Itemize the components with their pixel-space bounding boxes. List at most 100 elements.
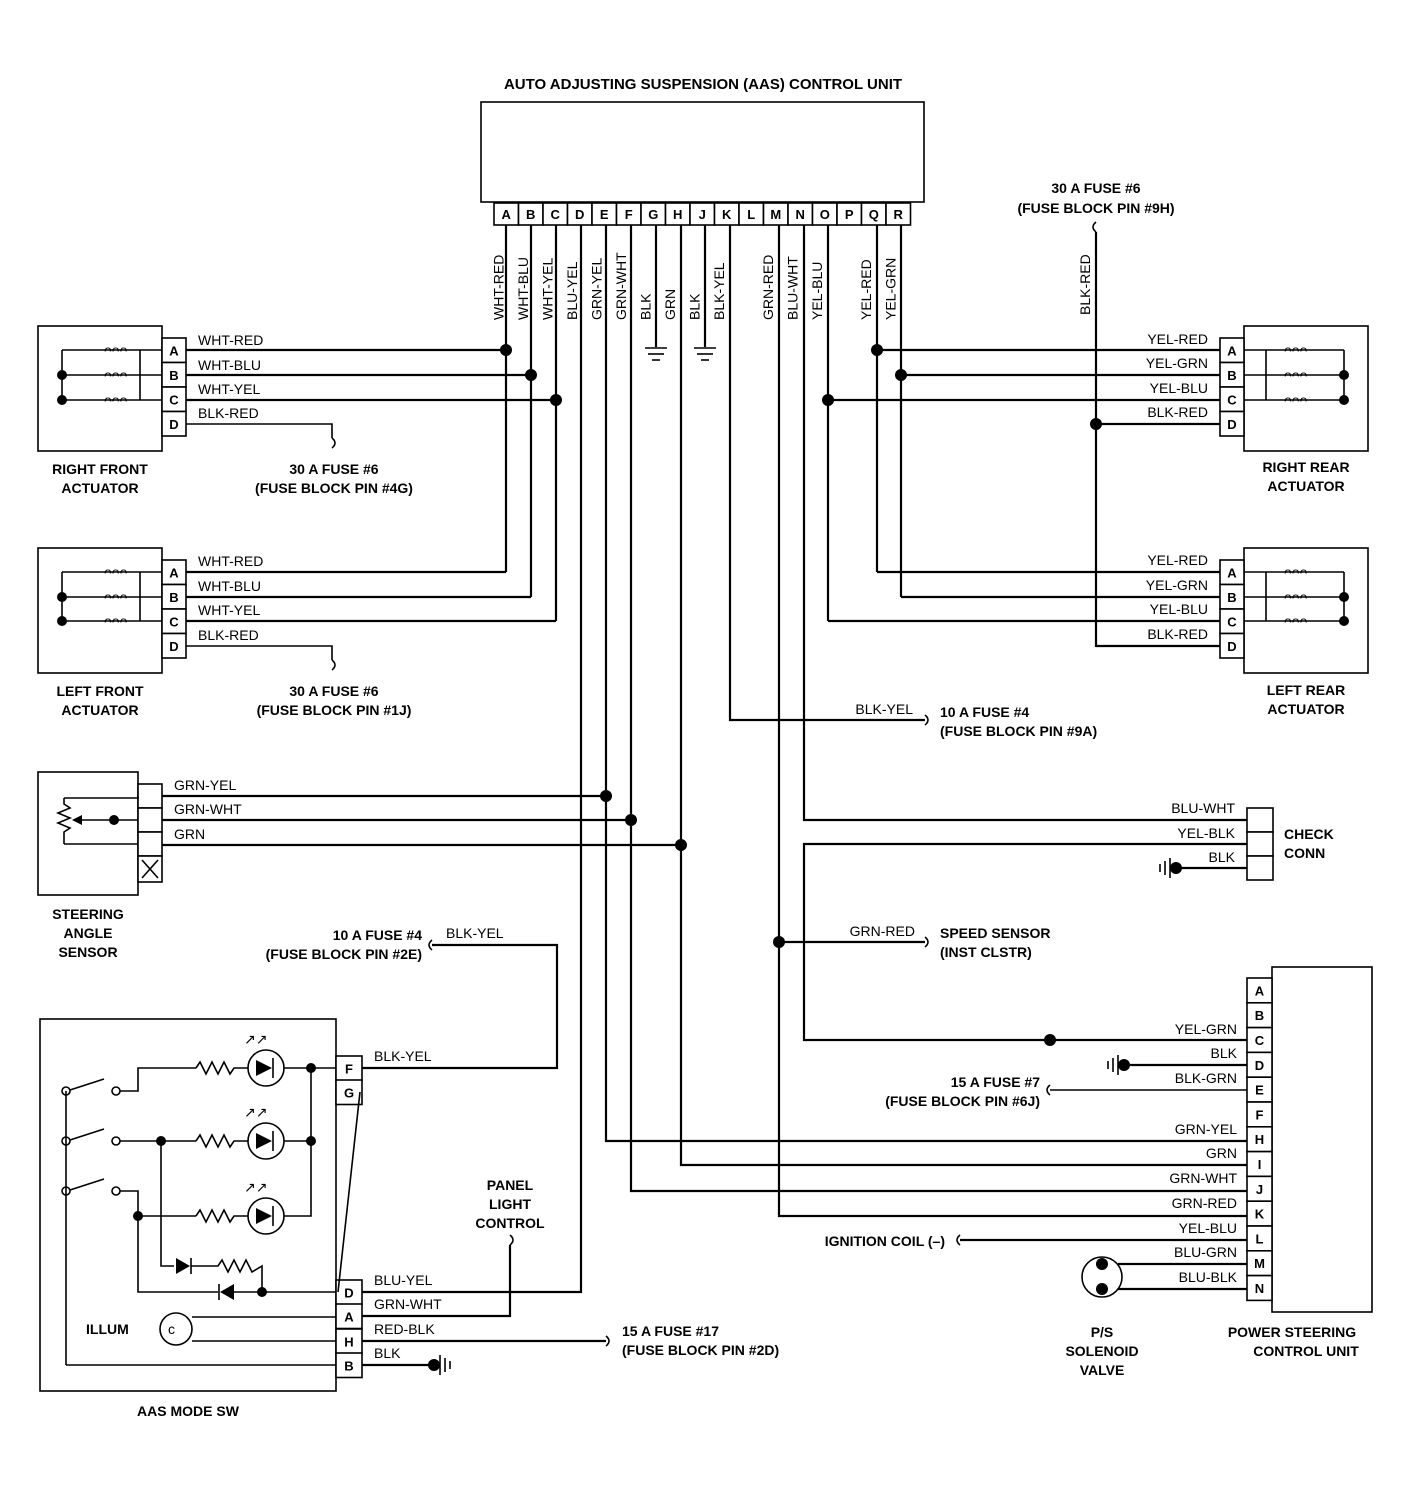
wire-label: BLK-RED	[198, 627, 259, 643]
ignition-coil-label: IGNITION COIL (–)	[825, 1233, 945, 1249]
component-name: CONN	[1284, 845, 1325, 861]
ps-unit-pin: A	[1255, 983, 1265, 998]
wire-label: WHT-YEL	[198, 602, 260, 618]
wire-label: YEL-GRN	[882, 258, 898, 320]
svg-text:ᴖᴖᴖ: ᴖᴖᴖ	[104, 342, 128, 358]
ps-unit-pin: L	[1256, 1231, 1264, 1246]
aas-mode-switch-box	[39, 1018, 337, 1392]
control-unit-trunks	[362, 225, 1247, 1294]
wire-break-icon	[924, 936, 929, 948]
wire-label: YEL-RED	[1147, 552, 1208, 568]
panel-light-label: LIGHT	[489, 1196, 531, 1212]
actuator-pin-box	[161, 361, 187, 388]
actuator-pin-box	[1219, 632, 1245, 659]
wire-label: WHT-BLU	[198, 357, 261, 373]
power-steering-wires	[956, 1059, 1247, 1291]
wire-label: GRN-WHT	[613, 252, 629, 320]
ps-unit-pin: F	[1256, 1107, 1264, 1122]
actuator-pin: C	[1227, 614, 1237, 629]
control-unit-pin: N	[796, 207, 805, 222]
component-name: AAS MODE SW	[137, 1403, 240, 1419]
ground-icon	[1159, 858, 1171, 878]
fuse-pin-label: (FUSE BLOCK PIN #1J)	[257, 702, 412, 718]
ps-unit-pin: E	[1255, 1083, 1264, 1098]
wire-label: YEL-BLK	[1177, 825, 1235, 841]
ps-unit-pin: H	[1255, 1132, 1264, 1147]
actuator-pin: D	[1227, 417, 1236, 432]
ps-solenoid-valve	[1081, 1256, 1123, 1298]
component-name: SENSOR	[58, 944, 117, 960]
fuse-pin-label: (FUSE BLOCK PIN #4G)	[255, 480, 413, 496]
fuse-pin-label: (FUSE BLOCK PIN #2D)	[622, 1342, 779, 1358]
svg-text:c: c	[168, 1321, 175, 1337]
actuator-pin: A	[1227, 565, 1237, 580]
wire-label: WHT-RED	[490, 255, 506, 320]
svg-text:ᴖᴖᴖ: ᴖᴖᴖ	[104, 367, 128, 383]
svg-text:ᴖᴖᴖ: ᴖᴖᴖ	[104, 589, 128, 605]
actuator-pin: C	[1227, 392, 1237, 407]
wire-label: GRN-WHT	[374, 1296, 442, 1312]
control-unit-pin: K	[722, 207, 732, 222]
svg-text:↗↗: ↗↗	[244, 1104, 267, 1120]
actuator-pin: C	[169, 614, 179, 629]
actuator-pin: B	[169, 368, 178, 383]
wire-label: WHT-BLU	[198, 578, 261, 594]
ground-icon	[1107, 1055, 1119, 1075]
component-name: RIGHT FRONT	[52, 461, 148, 477]
wire-label: BLU-WHT	[784, 256, 800, 320]
actuator-pin: A	[1227, 343, 1237, 358]
wire-label: BLK-GRN	[1175, 1070, 1237, 1086]
component-name: ACTUATOR	[1267, 478, 1344, 494]
wire-label: GRN-RED	[850, 923, 915, 939]
component-name: VALVE	[1080, 1362, 1125, 1378]
fuse-label: 10 A FUSE #4	[940, 704, 1029, 720]
control-unit-pin: C	[551, 207, 561, 222]
wire-label: WHT-YEL	[539, 258, 555, 320]
steering-angle-sensor	[37, 771, 163, 896]
fuse-label: 30 A FUSE #6	[1051, 180, 1140, 196]
control-unit-pin: Q	[869, 207, 879, 222]
wire-label: GRN-YEL	[588, 258, 604, 320]
left-rear-wires	[828, 570, 1220, 648]
wire-label: BLK	[686, 293, 702, 320]
svg-text:↗↗: ↗↗	[244, 1179, 267, 1195]
ps-unit-pin-box	[1246, 1001, 1273, 1029]
actuator-pin: D	[169, 639, 178, 654]
svg-text:ᴖᴖᴖ: ᴖᴖᴖ	[1284, 392, 1308, 408]
wire-label: WHT-RED	[198, 332, 263, 348]
wire-label: BLK	[1209, 849, 1236, 865]
control-unit-pin: A	[502, 207, 512, 222]
svg-text:ᴖᴖᴖ: ᴖᴖᴖ	[1284, 613, 1308, 629]
component-name: CHECK	[1284, 826, 1334, 842]
control-unit-pin: F	[625, 207, 633, 222]
left-front-wires	[186, 570, 556, 671]
wire-label: BLK-YEL	[374, 1048, 432, 1064]
ps-unit-pin-box	[1246, 1250, 1273, 1277]
wire-label: YEL-BLU	[1150, 380, 1208, 396]
component-name: ACTUATOR	[1267, 701, 1344, 717]
component-name: LEFT FRONT	[56, 683, 144, 699]
wire-label: GRN	[1206, 1145, 1237, 1161]
control-unit-pin-box	[885, 202, 912, 226]
illum-label: ILLUM	[86, 1321, 129, 1337]
actuator-pin: B	[169, 590, 178, 605]
control-unit-pin: P	[845, 207, 854, 222]
control-unit-pin: D	[575, 207, 584, 222]
fuse-label: 10 A FUSE #4	[333, 927, 422, 943]
component-name: (INST CLSTR)	[940, 944, 1032, 960]
component-name: SPEED SENSOR	[940, 925, 1050, 941]
wire-label: BLU-GRN	[1174, 1244, 1237, 1260]
component-name: STEERING	[52, 906, 124, 922]
actuator-pin: B	[1227, 590, 1236, 605]
mode-switch-pin-box	[335, 1352, 363, 1379]
ps-unit-pin-box	[1246, 1200, 1273, 1227]
svg-text:↗↗: ↗↗	[244, 1031, 267, 1047]
